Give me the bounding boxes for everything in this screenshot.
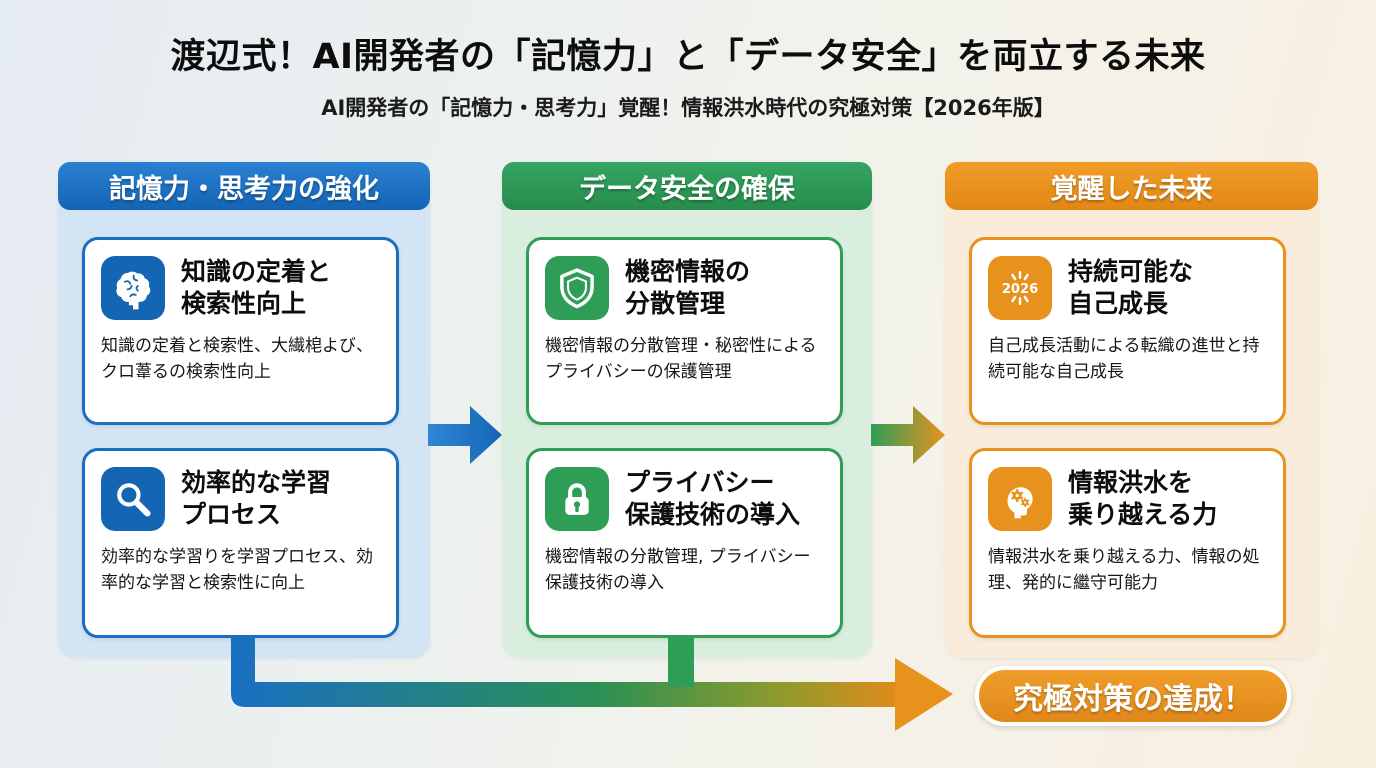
- column-header-future: 覚醒した未来: [945, 162, 1318, 210]
- result-arrowhead-icon: [895, 658, 953, 731]
- page-subtitle: AI開発者の「記憶力・思考力」覚醒！情報洪水時代の究極対策【2026年版】: [321, 96, 1055, 120]
- card-description: 知識の定着と検索性、大繊梍よび、クロ葦るの検索性向上: [101, 336, 373, 383]
- column-data-safety: データ安全の確保 機密情報の 分散管理 機密情報の分散管理・秘密性によるプライバ…: [502, 162, 872, 658]
- column-memory-thinking: 記憶力・思考力の強化 知識の定着と 検索性向上 知識の定着と検索性、大繊梍よび、…: [58, 162, 430, 658]
- card-privacy-technology: プライバシー 保護技術の導入 機密情報の分散管理, プライバシー保護技術の導入: [526, 448, 843, 638]
- card-title: 持続可能な 自己成長: [1068, 257, 1194, 318]
- card-title: 機密情報の 分散管理: [625, 257, 751, 318]
- arrow-safety-to-future: [871, 406, 945, 464]
- head-gears-icon: [988, 467, 1052, 531]
- card-title: 情報洪水を 乗り越える力: [1068, 468, 1218, 529]
- card-description: 自己成長活動による転織の進世と持続可能な自己成長: [988, 336, 1260, 383]
- card-distributed-management: 機密情報の 分散管理 機密情報の分散管理・秘密性によるプライバシーの保護管理: [526, 237, 843, 425]
- column-header-memory: 記憶力・思考力の強化: [58, 162, 430, 210]
- result-badge: 究極対策の達成！: [975, 666, 1291, 726]
- card-description: 情報洪水を乗り越える力、情報の処理、発的に繼守可能力: [988, 547, 1260, 594]
- card-overcome-info-flood: 情報洪水を 乗り越える力 情報洪水を乗り越える力、情報の処理、発的に繼守可能力: [969, 448, 1286, 638]
- svg-text:2026: 2026: [1002, 282, 1038, 297]
- card-efficient-learning: 効率的な学習 プロセス 効率的な学習りを学習プロセス、効率的な学習と検索性に向上: [82, 448, 399, 638]
- lock-icon: [545, 467, 609, 531]
- arrow-memory-to-safety: [428, 406, 502, 464]
- card-knowledge-retention: 知識の定着と 検索性向上 知識の定着と検索性、大繊梍よび、クロ葦るの検索性向上: [82, 237, 399, 425]
- page-title: 渡辺式！AI開発者の「記憶力」と「データ安全」を両立する未来: [170, 37, 1206, 77]
- card-sustainable-growth: 2026 持続可能な 自己成長 自己成長活動による転織の進世と持続可能な自己成長: [969, 237, 1286, 425]
- column-awakened-future: 覚醒した未来 2026 持続可能な 自己成長 自己成長活動による転織: [945, 162, 1318, 658]
- search-icon: [101, 467, 165, 531]
- card-description: 効率的な学習りを学習プロセス、効率的な学習と検索性に向上: [101, 547, 373, 594]
- card-title: 効率的な学習 プロセス: [181, 468, 332, 529]
- card-title: プライバシー 保護技術の導入: [625, 468, 801, 529]
- card-title: 知識の定着と 検索性向上: [181, 257, 332, 318]
- column-header-safety: データ安全の確保: [502, 162, 872, 210]
- year-2026-burst-icon: 2026: [988, 256, 1052, 320]
- shield-icon: [545, 256, 609, 320]
- brain-icon: [101, 256, 165, 320]
- card-description: 機密情報の分散管理・秘密性によるプライバシーの保護管理: [545, 336, 817, 383]
- card-description: 機密情報の分散管理, プライバシー保護技術の導入: [545, 547, 811, 594]
